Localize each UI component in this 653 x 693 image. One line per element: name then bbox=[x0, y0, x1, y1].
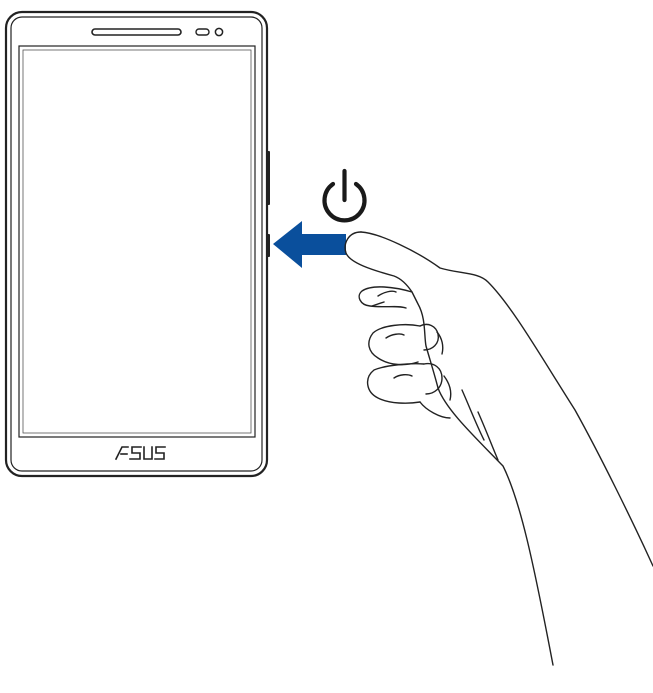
earpiece-slot bbox=[91, 28, 182, 36]
volume-button[interactable] bbox=[266, 151, 270, 205]
asus-logo bbox=[114, 446, 166, 461]
left-arrow bbox=[273, 221, 346, 268]
power-button[interactable] bbox=[266, 234, 270, 257]
power-icon bbox=[322, 168, 367, 223]
tablet-screen bbox=[18, 45, 256, 438]
tablet-screen-inner-border bbox=[22, 49, 252, 434]
tablet-device bbox=[4, 10, 270, 478]
hand-illustration bbox=[344, 231, 653, 666]
tablet-inner-bezel bbox=[10, 16, 263, 472]
sensor-pill bbox=[195, 28, 210, 36]
front-camera-icon bbox=[214, 27, 224, 37]
